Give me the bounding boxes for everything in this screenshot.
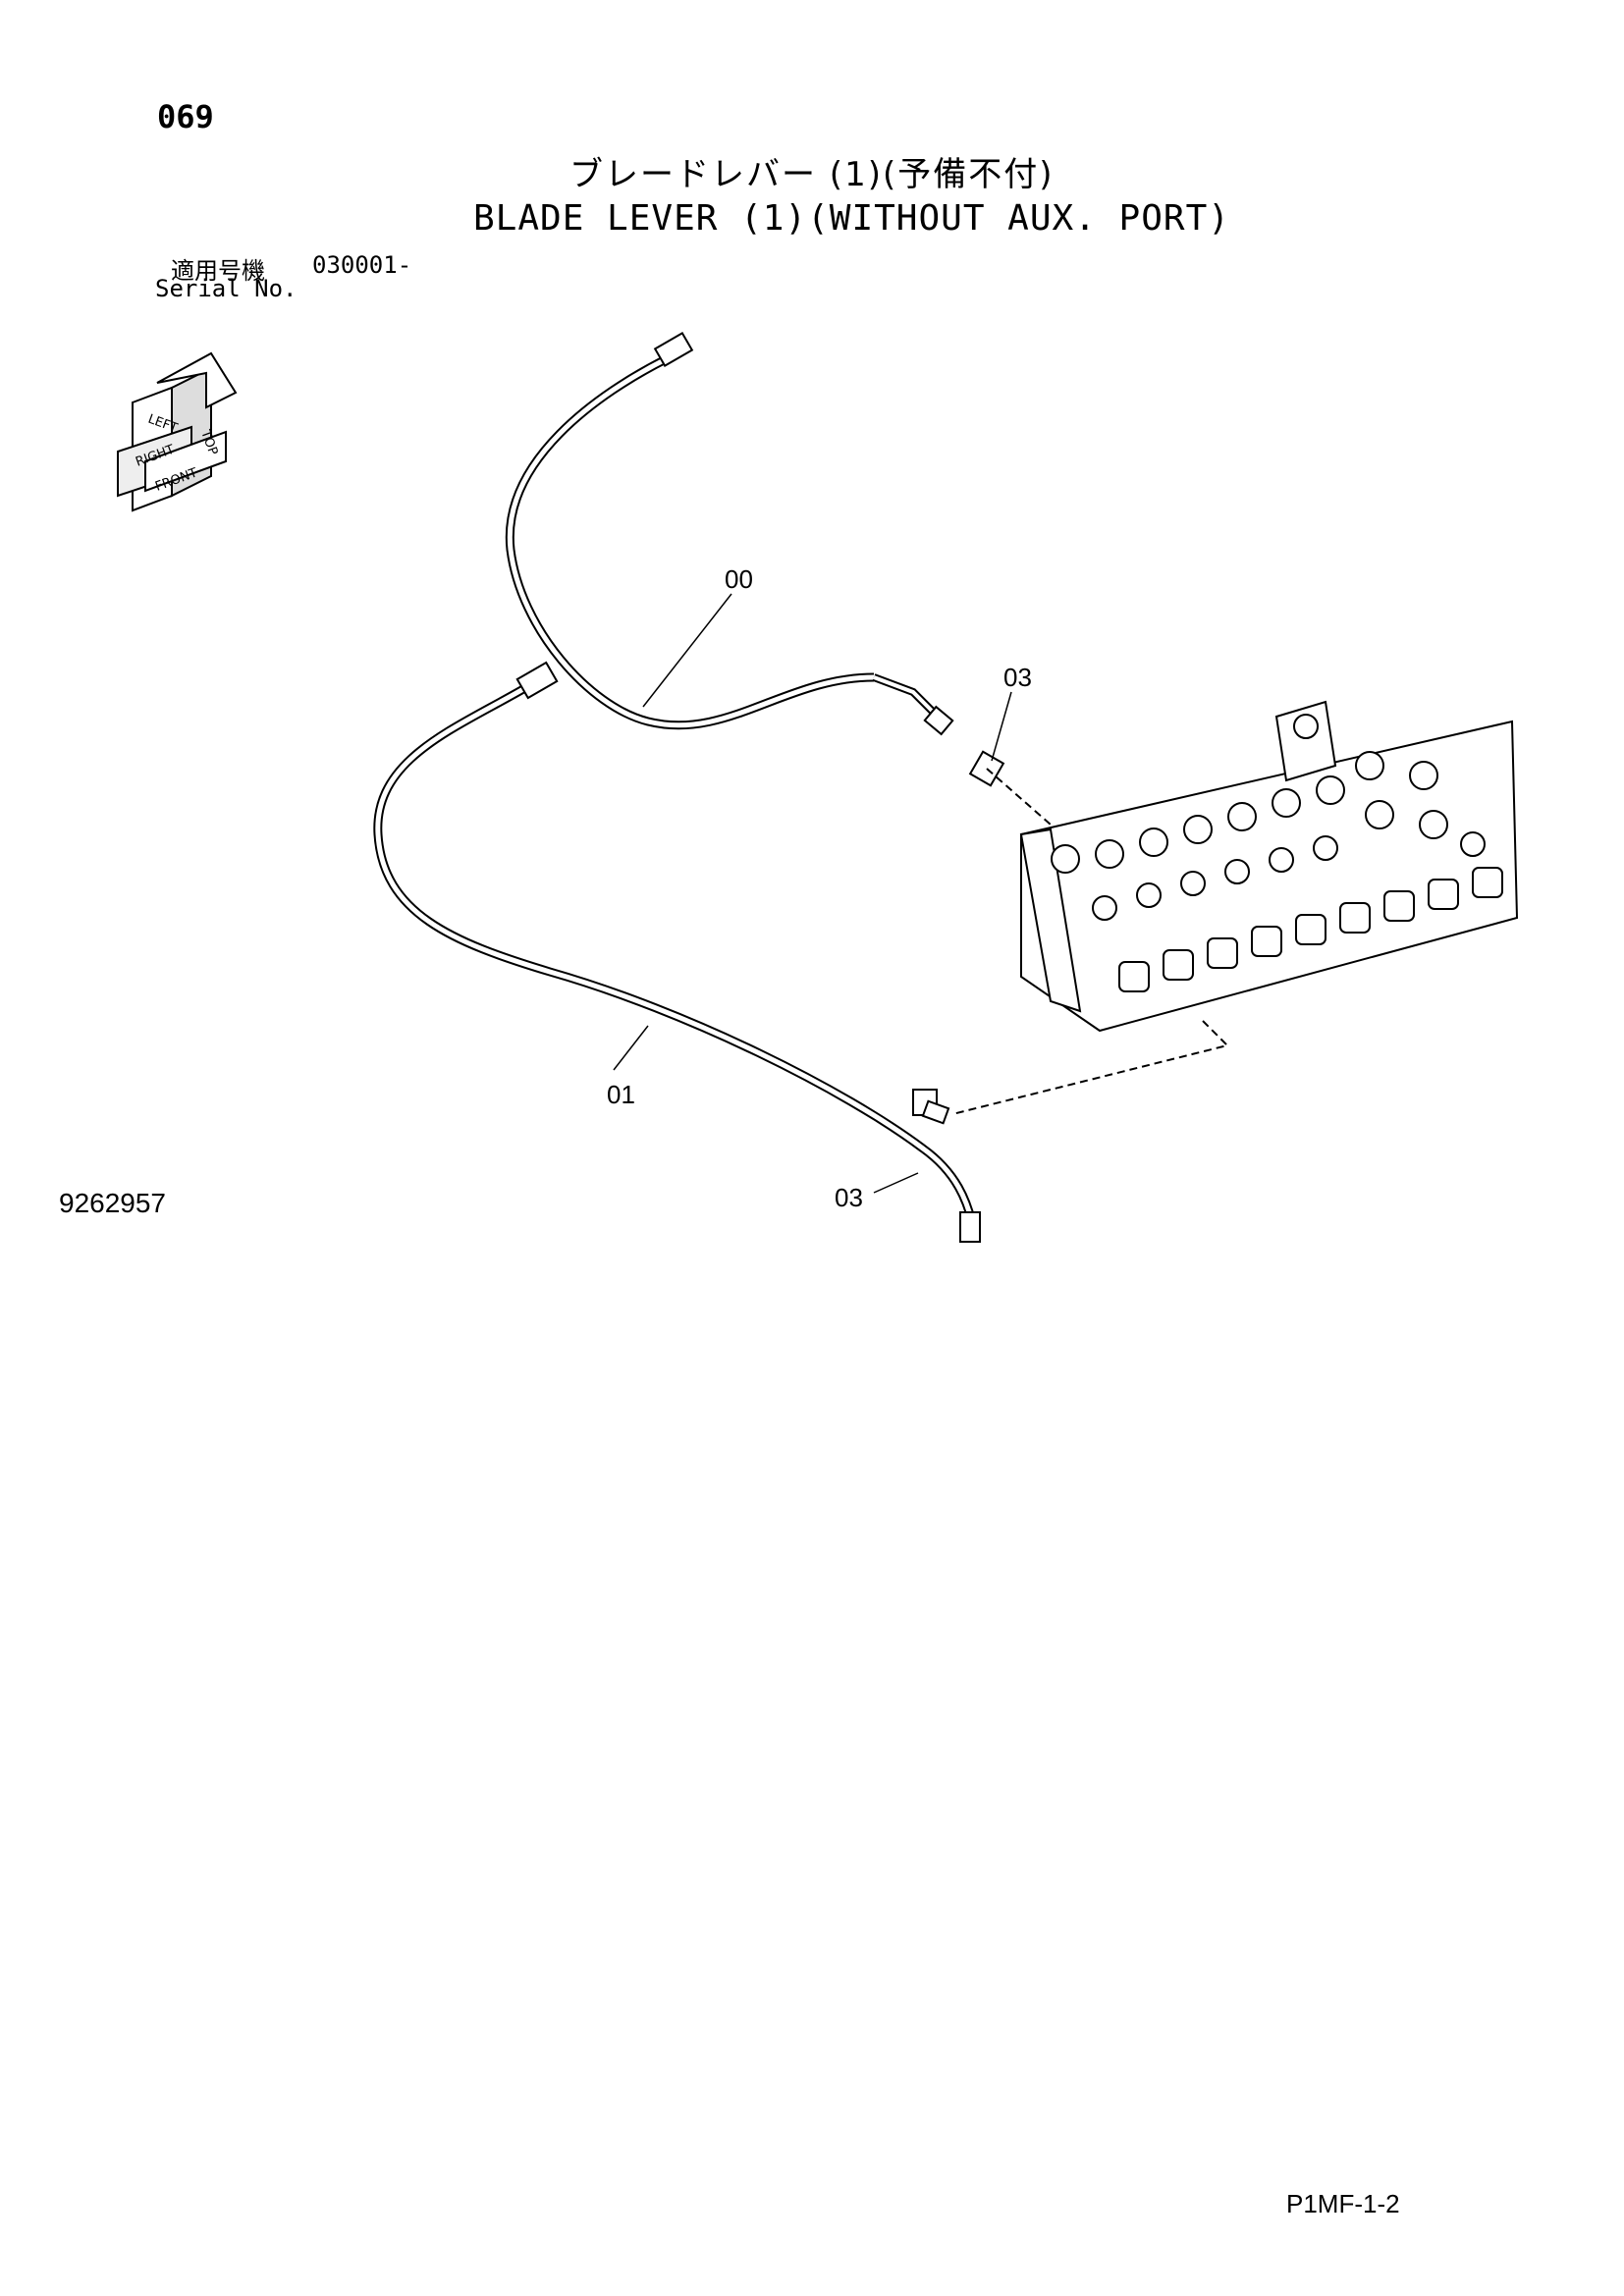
title-english: BLADE LEVER (1)(WITHOUT AUX. PORT) <box>473 198 1230 239</box>
callout-00: 00 <box>725 564 753 594</box>
callout-01: 01 <box>607 1080 635 1109</box>
serial-label-english: Serial No. <box>155 275 298 302</box>
serial-range: 030001- <box>312 251 412 279</box>
callout-03-upper: 03 <box>1003 663 1032 692</box>
page-number: 069 <box>157 98 214 135</box>
valve-ports-upper <box>1051 775 1448 874</box>
orientation-icon: TOP LEFT RIGHT FRONT <box>117 351 238 512</box>
serial-label-japanese: 適用号機 <box>171 257 265 285</box>
title-japanese: ブレードレバー (1)(予備不付) <box>569 155 1055 194</box>
drawing-number: 9262957 <box>59 1188 167 1218</box>
fitting-03-upper <box>968 750 1052 826</box>
valve-ports-middle <box>1092 835 1338 921</box>
valve-spools <box>1118 867 1503 992</box>
control-valve <box>951 700 1519 1115</box>
hose-01 <box>373 661 981 1243</box>
page-reference: P1MF-1-2 <box>1286 2189 1400 2218</box>
callout-leaders <box>613 593 1012 1194</box>
fitting-03-lower <box>912 1089 950 1125</box>
hose-00 <box>505 331 954 736</box>
callout-03-lower: 03 <box>835 1183 863 1212</box>
